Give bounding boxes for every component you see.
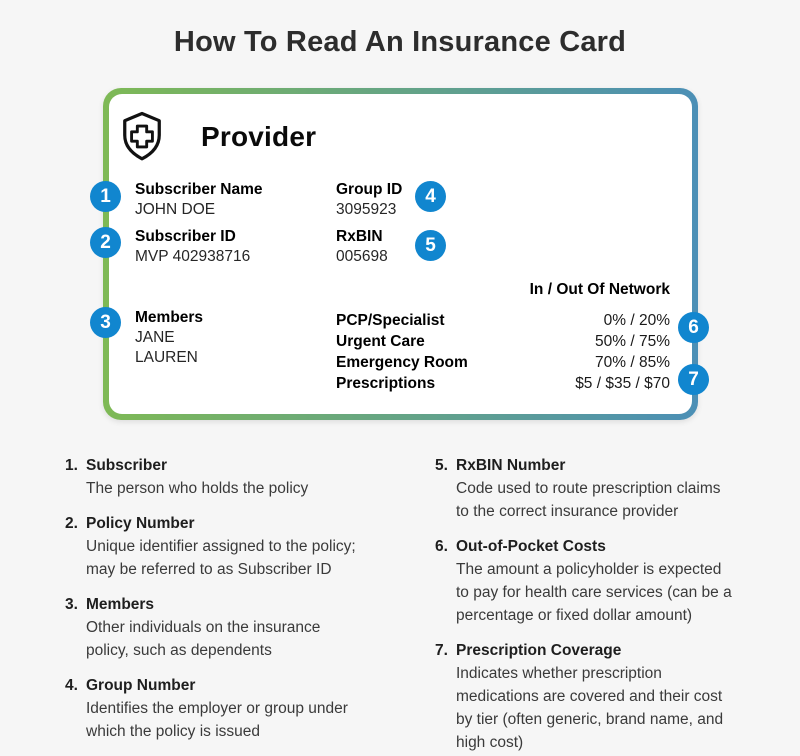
insurance-card: Provider Subscriber Name JOHN DOE Subscr…	[90, 88, 709, 420]
card-brand: Provider	[119, 108, 316, 165]
rxbin-value: 005698	[336, 248, 388, 265]
legend-item-number: 4.	[65, 677, 78, 694]
field-subscriber-id: Subscriber ID MVP 402938716	[135, 227, 263, 267]
legend-item-number: 3.	[65, 596, 78, 613]
marker-4: 4	[415, 181, 446, 212]
subscriber-name-value: JOHN DOE	[135, 201, 216, 218]
members-value-2: LAUREN	[135, 349, 198, 366]
subscriber-id-value: MVP 402938716	[135, 248, 251, 265]
network-table-header: In / Out Of Network	[529, 281, 670, 298]
network-cost-table: In / Out Of Network PCP/Specialist 0% / …	[336, 280, 670, 394]
network-row-label: PCP/Specialist	[336, 312, 445, 329]
list-item: 5. RxBIN Number Code used to route presc…	[435, 454, 757, 523]
list-item: 6. Out-of-Pocket Costs The amount a poli…	[435, 535, 757, 627]
legend-item-title: Subscriber	[86, 457, 167, 474]
legend-item-title: Group Number	[86, 677, 196, 694]
card-fields-mid: Group ID 3095923 RxBIN 005698	[336, 180, 402, 274]
network-row-label: Prescriptions	[336, 375, 436, 392]
table-row: Urgent Care 50% / 75%	[336, 331, 670, 352]
network-row-label: Urgent Care	[336, 333, 425, 350]
legend-column-left: 1. Subscriber The person who holds the p…	[65, 454, 435, 756]
legend-item-description: The amount a policyholder is expected to…	[456, 561, 732, 624]
field-members: Members JANE LAUREN	[135, 308, 263, 368]
legend-item-title: Members	[86, 596, 155, 613]
card-fields-left: Subscriber Name JOHN DOE Subscriber ID M…	[135, 180, 263, 375]
marker-5: 5	[415, 230, 446, 261]
group-id-label: Group ID	[336, 181, 403, 198]
list-item: 1. Subscriber The person who holds the p…	[65, 454, 435, 500]
page-title: How To Read An Insurance Card	[173, 26, 627, 58]
members-label: Members	[135, 309, 204, 326]
list-item: 4. Group Number Identifies the employer …	[65, 674, 435, 743]
legend-item-description: Identifies the employer or group under w…	[86, 700, 348, 740]
legend-item-number: 1.	[65, 457, 78, 474]
rxbin-label: RxBIN	[336, 228, 383, 245]
legend-item-number: 5.	[435, 457, 448, 474]
legend-column-right: 5. RxBIN Number Code used to route presc…	[435, 454, 757, 756]
legend-item-title: Out-of-Pocket Costs	[456, 538, 606, 555]
legend-item-title: Policy Number	[86, 515, 195, 532]
field-rxbin: RxBIN 005698	[336, 227, 402, 267]
list-item: 2. Policy Number Unique identifier assig…	[65, 512, 435, 581]
marker-2: 2	[90, 227, 121, 258]
list-item: 3. Members Other individuals on the insu…	[65, 593, 435, 662]
members-value-1: JANE	[135, 329, 175, 346]
marker-7: 7	[678, 364, 709, 395]
network-row-label: Emergency Room	[336, 354, 468, 371]
legend-item-description: The person who holds the policy	[86, 480, 309, 497]
subscriber-id-label: Subscriber ID	[135, 228, 236, 245]
provider-name: Provider	[201, 120, 317, 152]
table-row: Prescriptions $5 / $35 / $70	[336, 373, 670, 394]
network-row-value: 50% / 75%	[595, 333, 670, 350]
network-row-value: $5 / $35 / $70	[575, 375, 670, 392]
network-row-value: 70% / 85%	[595, 354, 670, 371]
field-group-id: Group ID 3095923	[336, 180, 402, 220]
legend-item-number: 7.	[435, 642, 448, 659]
insurance-card-body: Provider Subscriber Name JOHN DOE Subscr…	[109, 94, 692, 414]
table-row: PCP/Specialist 0% / 20%	[336, 310, 670, 331]
subscriber-name-label: Subscriber Name	[135, 181, 263, 198]
list-item: 7. Prescription Coverage Indicates wheth…	[435, 639, 757, 754]
shield-cross-icon	[123, 111, 161, 161]
legend-item-description: Other individuals on the insurance polic…	[86, 619, 321, 659]
legend-item-description: Code used to route prescription claims t…	[456, 480, 721, 520]
legend-item-number: 6.	[435, 538, 448, 555]
legend: 1. Subscriber The person who holds the p…	[65, 454, 757, 756]
legend-item-title: RxBIN Number	[456, 457, 566, 474]
field-subscriber-name: Subscriber Name JOHN DOE	[135, 180, 263, 220]
legend-item-title: Prescription Coverage	[456, 642, 622, 659]
marker-6: 6	[678, 312, 709, 343]
network-row-value: 0% / 20%	[603, 312, 670, 329]
marker-1: 1	[90, 181, 121, 212]
legend-item-number: 2.	[65, 515, 78, 532]
table-row: Emergency Room 70% / 85%	[336, 352, 670, 373]
marker-3: 3	[90, 307, 121, 338]
legend-item-description: Indicates whether prescription medicatio…	[456, 665, 724, 751]
group-id-value: 3095923	[336, 201, 397, 218]
legend-item-description: Unique identifier assigned to the policy…	[86, 538, 356, 578]
